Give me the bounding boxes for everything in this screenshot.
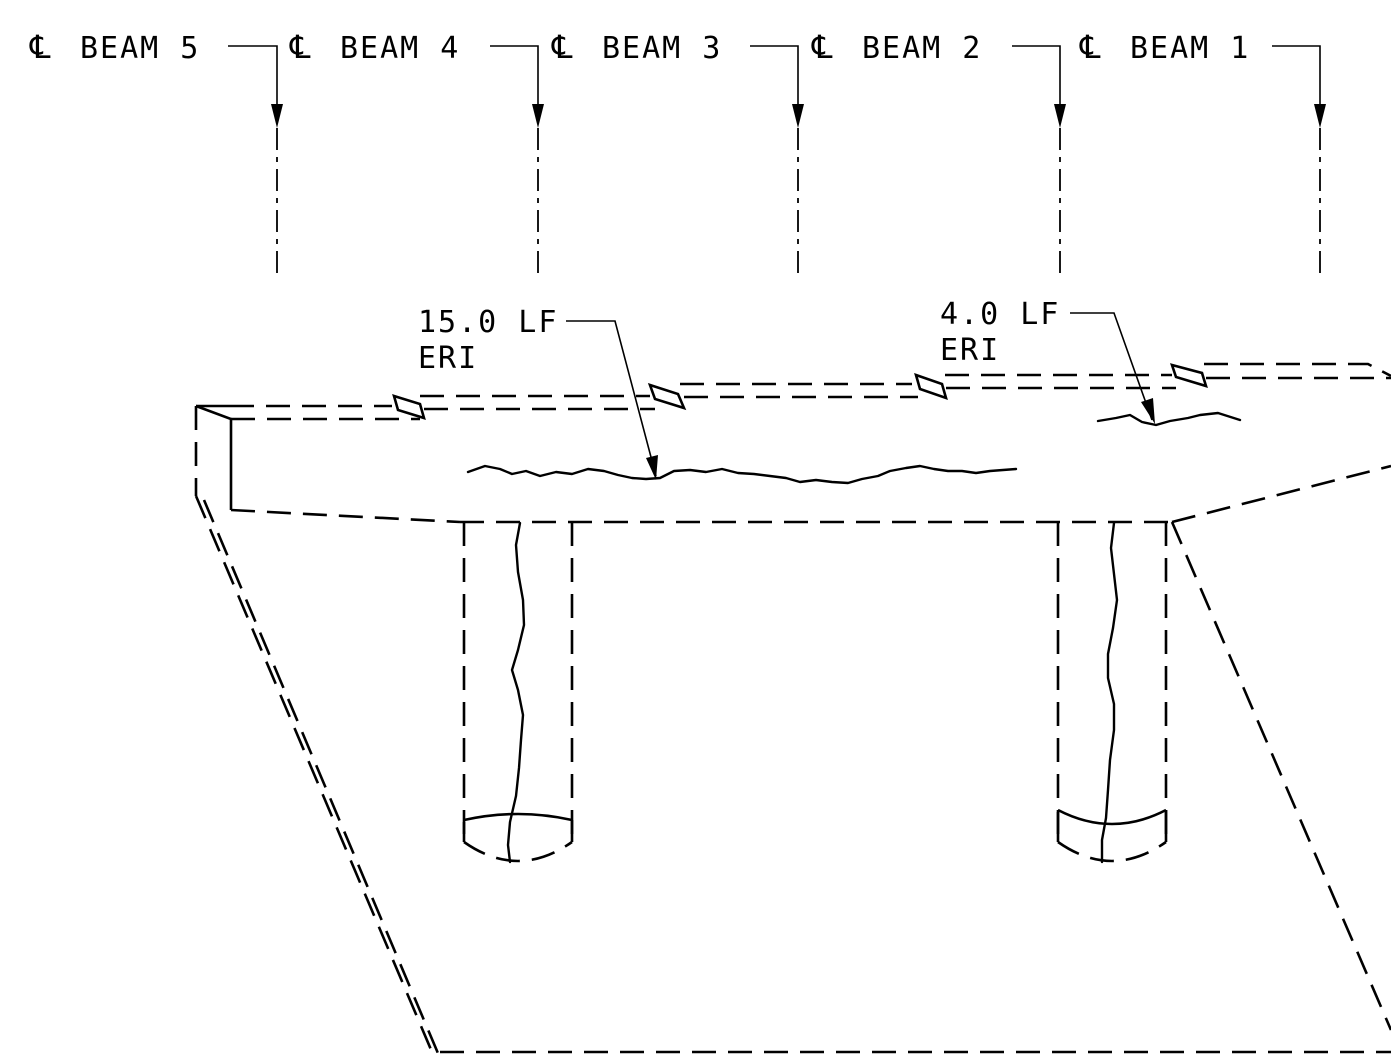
crack-left-column-vertical [506, 521, 526, 864]
cap-front-left-taper [230, 508, 461, 524]
crack-1-length: 15.0 LF [418, 305, 558, 340]
beam-2-arrow [1054, 104, 1066, 128]
beam-3-callout: ℄ BEAM 3 [551, 28, 804, 278]
crack-1-type: ERI [418, 341, 478, 376]
beam-1-arrow [1314, 104, 1326, 128]
column-band-sides [1056, 810, 1168, 842]
column-bottom-arc [463, 840, 573, 863]
beam-3-arrow [792, 104, 804, 128]
beam-1-leader [1272, 45, 1321, 108]
beam-4-callout: ℄ BEAM 4 [289, 28, 544, 278]
beam-1-label: BEAM 1 [1130, 31, 1250, 66]
beam-4-arrow [532, 104, 544, 128]
column-bottom-arc [1057, 840, 1167, 863]
beam-2-label: BEAM 2 [862, 31, 982, 66]
beam-2-leader [1012, 45, 1061, 108]
column-right [1056, 522, 1168, 863]
centerline-symbol: ℄ [289, 28, 311, 66]
column-band-top [1057, 808, 1167, 826]
centerline-symbol: ℄ [29, 28, 51, 66]
beam-4-label: BEAM 4 [340, 31, 460, 66]
beam-2-callout: ℄ BEAM 2 [811, 28, 1066, 278]
column-band-top [463, 812, 573, 822]
beam-5-callout: ℄ BEAM 5 [29, 28, 283, 278]
crack-short-horizontal [1096, 411, 1242, 427]
centerline-symbol: ℄ [1079, 28, 1101, 66]
beam-5-label: BEAM 5 [80, 31, 200, 66]
cap-front-right-taper [1171, 464, 1391, 524]
crack-2-leader [1070, 312, 1153, 421]
cap-left-slope-inner [202, 499, 442, 1059]
crack-annotation-2: 4.0 LF ERI [940, 297, 1155, 424]
cap-right-slope [1170, 521, 1391, 1031]
column-band-sides [462, 820, 574, 842]
crack-1-arrow [646, 455, 658, 480]
beam-1-callout: ℄ BEAM 1 [1079, 28, 1326, 278]
centerline-symbol: ℄ [811, 28, 833, 66]
crack-1-leader [566, 320, 657, 477]
beam-5-leader [228, 45, 278, 108]
crack-annotation-1: 15.0 LF ERI [418, 305, 658, 480]
beam-3-leader [750, 45, 799, 108]
crack-lines [466, 411, 1242, 864]
crack-2-type: ERI [940, 333, 1000, 368]
crack-2-length: 4.0 LF [940, 297, 1060, 332]
cap-top-back-seg5 [1204, 362, 1391, 378]
pier-cap-outline [194, 362, 1391, 1059]
cap-left-slope-outer [194, 495, 434, 1053]
beam-5-arrow [271, 104, 283, 128]
crack-long-horizontal [466, 464, 1018, 485]
cap-step-2 [647, 382, 687, 411]
crack-right-column-vertical [1100, 521, 1119, 864]
cap-step-3 [914, 372, 948, 401]
centerline-symbol: ℄ [551, 28, 573, 66]
column-left [462, 522, 574, 863]
cap-left-end-inner [195, 404, 233, 510]
crack-2-arrow [1141, 398, 1155, 424]
beam-3-label: BEAM 3 [602, 31, 722, 66]
beam-4-leader [490, 45, 539, 108]
cap-step-4 [1170, 363, 1208, 388]
cap-step-1 [392, 394, 426, 420]
